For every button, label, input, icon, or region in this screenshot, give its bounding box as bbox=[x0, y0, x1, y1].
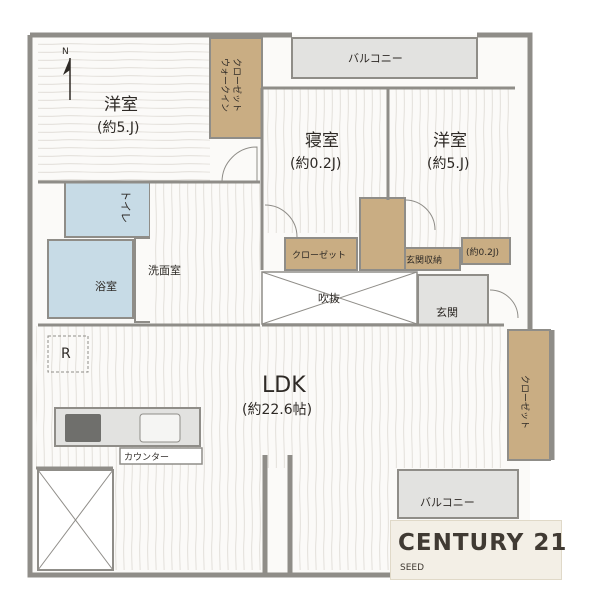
refrigerator-symbol: R bbox=[61, 346, 71, 362]
balcony-bottom bbox=[397, 469, 519, 519]
ldk-lower-left bbox=[115, 460, 265, 570]
bath bbox=[47, 239, 134, 319]
door-swing bbox=[221, 146, 258, 183]
door-swing bbox=[264, 204, 298, 238]
closet-ldk-label: クローゼット bbox=[519, 375, 531, 429]
compass: N bbox=[62, 47, 71, 100]
walk-in-closet-line2: クローゼット bbox=[231, 58, 243, 112]
closet-bedroom bbox=[284, 237, 358, 271]
small-storage-label: (約0.2J) bbox=[466, 246, 499, 258]
balcony-top-label: バルコニー bbox=[348, 52, 403, 65]
closet-ldk bbox=[507, 329, 551, 461]
western-room-2 bbox=[390, 88, 515, 263]
bedroom-storage bbox=[359, 197, 406, 271]
exterior-walls bbox=[27, 32, 555, 578]
bedroom-name: 寝室 bbox=[305, 130, 339, 151]
refrigerator-space bbox=[47, 335, 89, 373]
door-swing bbox=[404, 199, 436, 231]
bath-label: 浴室 bbox=[95, 279, 117, 293]
entrance-storage-label: 玄関収納 bbox=[406, 254, 442, 266]
ldk-name: LDK bbox=[262, 373, 306, 398]
toilet bbox=[64, 181, 151, 238]
door-swing bbox=[489, 289, 519, 319]
western-room-2-name: 洋室 bbox=[433, 131, 467, 151]
interior-walls bbox=[36, 86, 515, 470]
ldk-lower-mid bbox=[290, 460, 395, 570]
north-label: N bbox=[62, 47, 69, 57]
ldk-size: (約22.6帖) bbox=[242, 402, 312, 418]
bedroom-size: (約0.2J) bbox=[290, 156, 341, 172]
logo-subtitle: SEED bbox=[400, 563, 425, 573]
western-room-2-size: (約5.J) bbox=[427, 156, 469, 172]
hall bbox=[150, 182, 260, 324]
closet-bedroom-label: クローゼット bbox=[292, 249, 346, 261]
small-storage bbox=[461, 237, 511, 265]
logo-box bbox=[390, 520, 562, 580]
entrance-label: 玄関 bbox=[436, 305, 458, 319]
balcony-bottom-label: バルコニー bbox=[420, 496, 475, 509]
balcony-top bbox=[291, 37, 478, 79]
counter-label: カウンター bbox=[124, 452, 169, 463]
entrance bbox=[417, 274, 489, 326]
western-room-1-name: 洋室 bbox=[104, 95, 138, 115]
logo-title: CENTURY 21 bbox=[398, 530, 568, 556]
walk-in-closet-line1: ウォークイン bbox=[219, 58, 230, 112]
entrance-storage bbox=[404, 247, 461, 271]
stove bbox=[65, 414, 101, 442]
void-label: 吹抜 bbox=[318, 291, 340, 305]
toilet-label: トイレ bbox=[119, 190, 132, 223]
counter-bar bbox=[119, 447, 203, 465]
western-room-1 bbox=[38, 42, 210, 182]
sink bbox=[139, 413, 181, 443]
washroom-label: 洗面室 bbox=[148, 263, 181, 277]
western-room-1-size: (約5.J) bbox=[97, 120, 139, 136]
